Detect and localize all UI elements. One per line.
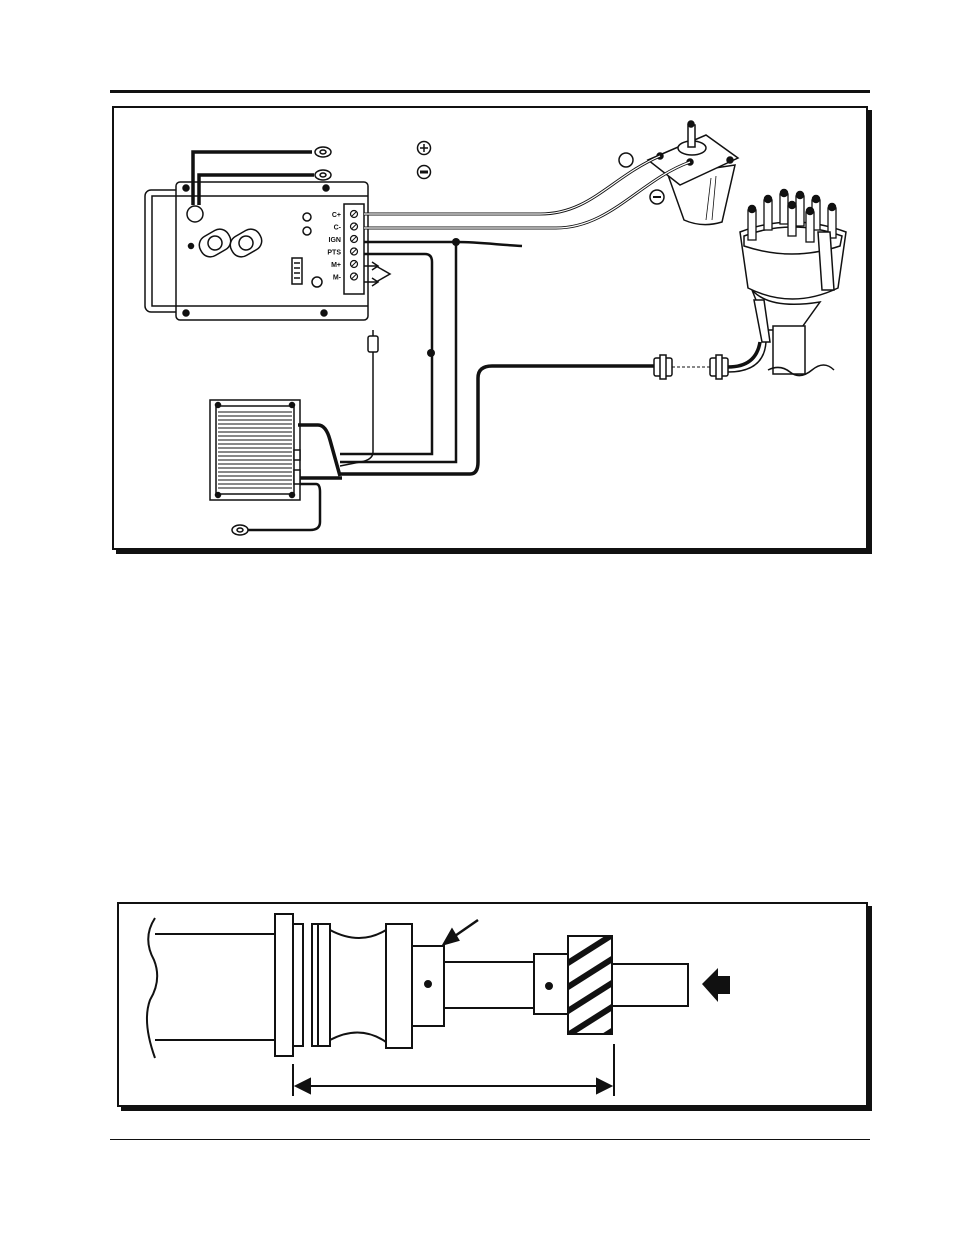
cap-tower-tip: [789, 202, 796, 209]
cap-tower: [764, 200, 772, 230]
terminal-label-1: C-: [334, 225, 342, 232]
cap-tower: [788, 206, 796, 236]
shaft-diagram-panel: [117, 902, 868, 1107]
distributor-icon: [740, 190, 846, 376]
terminal-label-0: C+: [332, 212, 341, 219]
ring-terminal-icon: [315, 147, 331, 180]
bottom-rule: [110, 1139, 870, 1140]
cap-tower-tip: [749, 206, 756, 213]
cap-tower: [806, 212, 814, 242]
cap-tower: [748, 210, 756, 240]
ground-ring-terminal-icon: [232, 525, 248, 535]
polarity-symbols: [418, 142, 665, 205]
terminal-label-5: M-: [333, 275, 342, 282]
terminal-label-4: M+: [331, 262, 341, 269]
cap-tower-tip: [829, 204, 836, 211]
cap-tower-tip: [781, 190, 788, 197]
rev-limiter-module-icon: [210, 400, 300, 500]
cap-tower-tip: [807, 208, 814, 215]
cap-tower-tip: [797, 192, 804, 199]
connector-plug-icon: [654, 355, 728, 379]
spade-connector-icon: [368, 330, 378, 352]
cap-tower-tip: [765, 196, 772, 203]
coil-wires: [364, 156, 690, 228]
terminal-label-3: PTS: [327, 250, 341, 257]
cap-tower: [780, 194, 788, 224]
cap-tower: [796, 196, 804, 226]
wiring-diagram: C+ C- IGN PTS M+ M-: [0, 0, 954, 560]
terminal-label-2: IGN: [329, 237, 341, 244]
ignition-coil-icon: [648, 121, 738, 225]
cap-tower-tip: [813, 196, 820, 203]
